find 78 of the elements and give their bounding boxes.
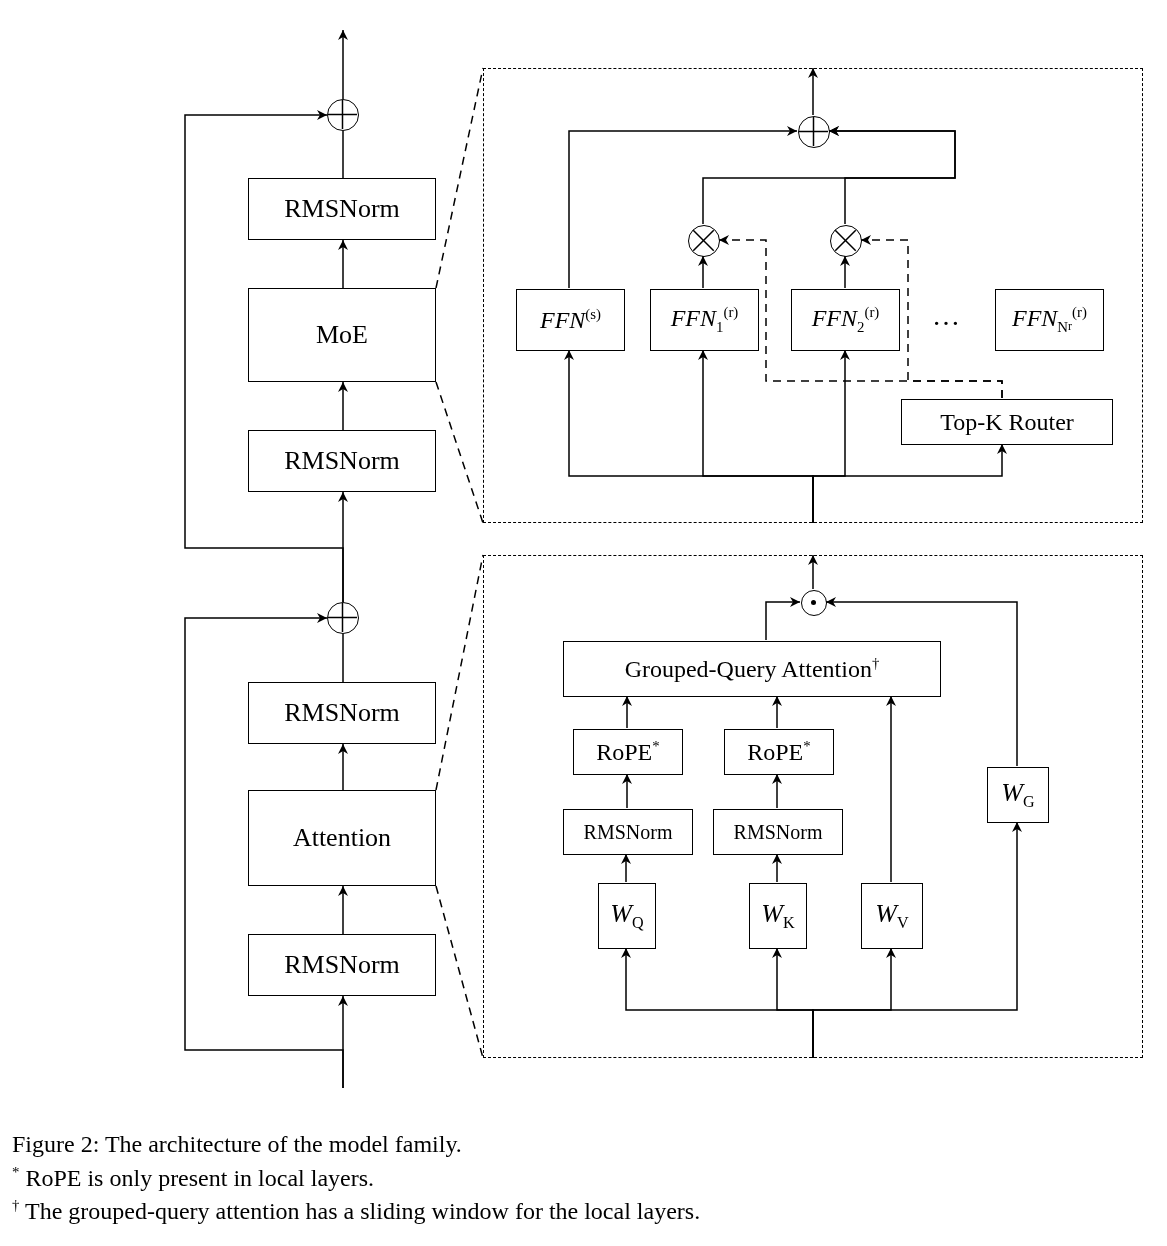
process-box [573,729,683,775]
node-label: Top-K Router [940,408,1074,436]
arrow [812,821,1022,1059]
node-label: W$_{G}$ [1001,779,1035,811]
node-label: RMSNorm [284,950,400,980]
arrow [338,885,348,935]
zoom-line [435,381,484,524]
arrow [808,554,818,590]
arrow [840,255,850,289]
arrow [886,695,896,883]
process-box [791,289,900,351]
process-box [248,790,436,886]
zoom-panel [483,68,1143,523]
process-box [563,809,693,855]
process-box [248,178,436,240]
arrow [772,695,782,729]
process-box [516,289,625,351]
process-box [248,430,436,492]
node-label: RMSNorm [284,194,400,224]
zoom-panel [483,555,1143,1058]
node-label: W$_{Q}$ [610,900,644,932]
arrow [812,443,1007,524]
arrow [828,126,956,225]
operator-circle [327,99,359,131]
arrow [338,743,348,791]
operator-circle [801,590,827,616]
process-box [563,641,941,697]
node-label: FFN$^{(s)}$ [540,306,601,334]
node-label: W$_{K}$ [761,900,795,932]
process-box [724,729,834,775]
node-label: MoE [316,320,368,350]
node-label: RMSNorm [583,821,673,843]
process-box [995,289,1104,351]
process-box [248,682,436,744]
operator-circle [798,116,830,148]
arrow [338,29,348,100]
arrow [184,110,344,603]
zoom-line [860,235,1003,399]
arrow [184,613,344,1089]
node-label: RoPE$^{*}$ [747,738,811,766]
zoom-line [435,67,484,289]
node-label: Attention [292,823,392,853]
process-box [713,809,843,855]
arrow [621,853,631,883]
operator-circle [688,225,720,257]
arrow [772,853,782,883]
arrow [825,597,1018,767]
node-label: W$_{V}$ [875,900,909,932]
node-label: RoPE$^{*}$ [596,738,660,766]
arrow [622,695,632,729]
process-box [598,883,656,949]
process-box [901,399,1113,445]
process-box [749,883,807,949]
arrow [765,597,801,641]
node-label: RMSNorm [284,698,400,728]
node-label: RMSNorm [284,446,400,476]
arrow [338,239,348,289]
zoom-line [435,554,484,791]
node-label: Grouped-Query Attention$^{†}$ [624,655,880,683]
footnote: $^{*}$ RoPE is only present in local layers. [12,1164,375,1192]
figure-caption: Figure 2: The architecture of the model family. [12,1131,462,1158]
arrow [772,773,782,809]
process-box [248,934,436,996]
process-box [248,288,436,382]
operator-circle [830,225,862,257]
zoom-line [435,885,484,1059]
node-label: RMSNorm [733,821,823,843]
arrow [568,126,798,289]
process-box [650,289,759,351]
arrow [622,773,632,809]
operator-circle [327,602,359,634]
process-box [861,883,923,949]
process-box [987,767,1049,823]
footnote: $^{†}$ The grouped-query attention has a sliding window for the local layers. [12,1197,701,1225]
arrow [338,381,348,431]
arrow [808,67,818,116]
arrow [698,255,708,289]
ellipsis: … [932,300,960,332]
